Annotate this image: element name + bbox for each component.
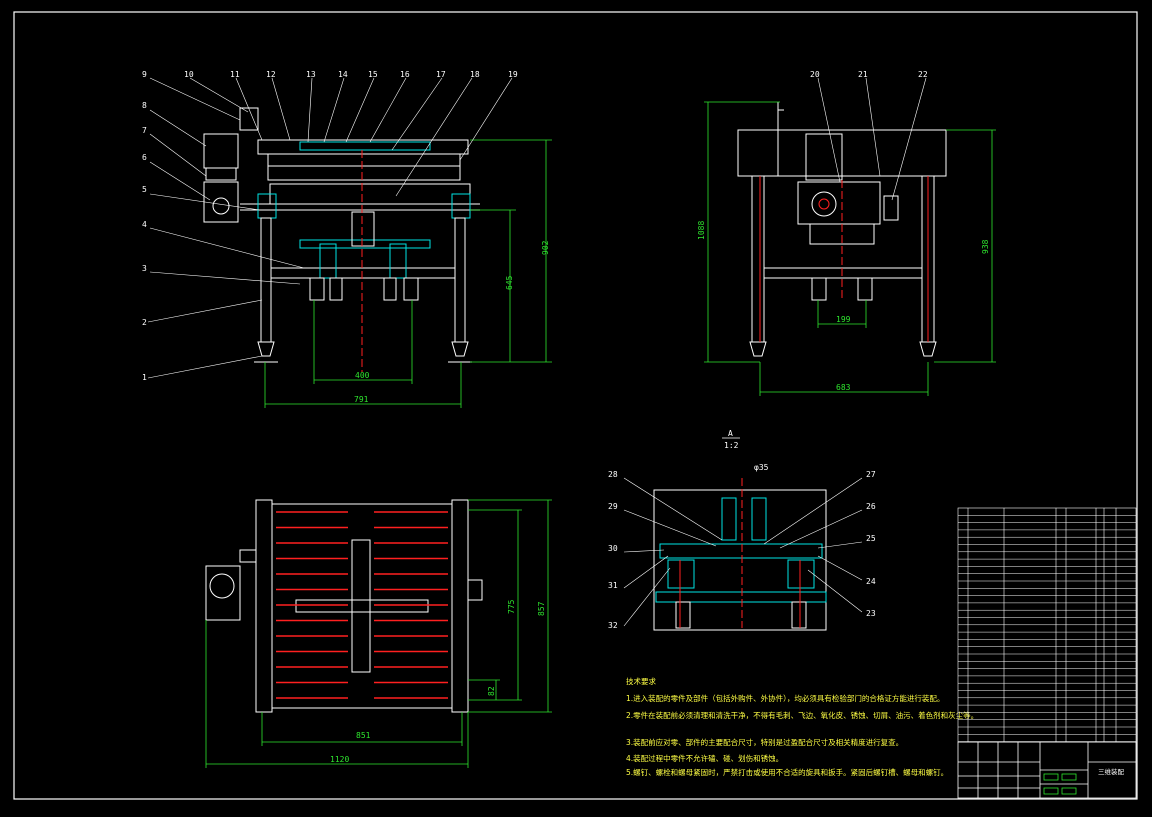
dim-top-offset: 82: [487, 686, 496, 696]
part-label: 17: [436, 70, 446, 79]
part-label: 22: [918, 70, 928, 79]
notes-line: 4.装配过程中零件不允许磕、碰、划伤和锈蚀。: [626, 753, 783, 763]
section-leaders: [623, 477, 863, 627]
part-label: 13: [306, 70, 316, 79]
part-label: 18: [470, 70, 480, 79]
dim-side-width-inner: 199: [836, 315, 851, 324]
dim-front-width-inner: 400: [355, 371, 370, 380]
part-label: 8: [142, 101, 147, 110]
part-label: 12: [266, 70, 276, 79]
notes-line: 3.装配前应对零、部件的主要配合尺寸，特别是过盈配合尺寸及相关精度进行复查。: [626, 737, 903, 747]
dim-front-height-total: 902: [541, 240, 550, 255]
part-label: 11: [230, 70, 240, 79]
front-leaders: [147, 77, 513, 379]
part-label: 7: [142, 126, 147, 135]
side-dimensions: [704, 101, 996, 396]
technical-notes: 技术要求 1.进入装配的零件及部件（包括外购件、外协件），均必须具有检验部门的合…: [626, 676, 978, 777]
side-part-labels: 20 21 22: [810, 70, 928, 79]
front-dimensions: [264, 139, 552, 408]
notes-heading: 技术要求: [626, 676, 656, 686]
section-part-labels: 28 29 30 31 32 27 26 25 24 23: [608, 470, 876, 630]
part-label: 20: [810, 70, 820, 79]
part-label: 14: [338, 70, 348, 79]
part-label: 4: [142, 220, 147, 229]
dim-side-height-frame: 938: [981, 239, 990, 254]
top-dimensions: [205, 499, 552, 768]
front-view: [203, 107, 480, 372]
part-label: 3: [142, 264, 147, 273]
part-label: 28: [608, 470, 618, 479]
section-scale: 1:2: [724, 441, 739, 450]
part-label: 10: [184, 70, 194, 79]
part-label: 23: [866, 609, 876, 618]
notes-line: 1.进入装配的零件及部件（包括外购件、外协件），均必须具有检验部门的合格证方能进…: [626, 693, 944, 703]
section-title: A: [728, 429, 733, 438]
title-block: [957, 741, 1137, 799]
part-label: 27: [866, 470, 876, 479]
dim-top-width-inner: 851: [356, 731, 371, 740]
part-label: 16: [400, 70, 410, 79]
part-label: 19: [508, 70, 518, 79]
part-label: 6: [142, 153, 147, 162]
part-label: 30: [608, 544, 618, 553]
part-label: 21: [858, 70, 868, 79]
dim-top-depth-total: 857: [537, 601, 546, 616]
top-rollers: [276, 511, 448, 699]
section-view: [653, 478, 827, 631]
dim-top-width-total: 1120: [330, 755, 349, 764]
side-view: [737, 102, 947, 357]
part-label: 29: [608, 502, 618, 511]
title-block-drawing-name: 三维装配: [1098, 767, 1125, 776]
part-label: 1: [142, 373, 147, 382]
part-label: 26: [866, 502, 876, 511]
part-label: 2: [142, 318, 147, 327]
part-label: 25: [866, 534, 876, 543]
dim-front-height-inner: 645: [505, 275, 514, 290]
part-label: 31: [608, 581, 618, 590]
sheet-border: [13, 11, 1138, 800]
part-label: 24: [866, 577, 876, 586]
part-label: 9: [142, 70, 147, 79]
part-label: 15: [368, 70, 378, 79]
top-view: [205, 499, 483, 713]
notes-line: 5.螺钉、螺栓和螺母紧固时，严禁打击或使用不合适的旋具和扳手。紧固后螺钉槽、螺母…: [626, 767, 948, 777]
notes-line: 2.零件在装配前必须清理和清洗干净，不得有毛刺、飞边、氧化皮、锈蚀、切屑、油污、…: [626, 710, 978, 720]
front-part-labels: 9 10 11 12 13 14 15 16 17 18 19 8 7 6 5 …: [142, 70, 518, 382]
section-bore-callout: φ35: [754, 463, 769, 472]
part-label: 5: [142, 185, 147, 194]
dim-side-width-total: 683: [836, 383, 851, 392]
dim-front-width-total: 791: [354, 395, 369, 404]
parts-list-rows: [958, 515, 1136, 742]
dim-side-height-total: 1088: [697, 221, 706, 240]
side-leaders: [817, 77, 927, 201]
dim-top-depth-inner: 775: [507, 599, 516, 614]
part-label: 32: [608, 621, 618, 630]
